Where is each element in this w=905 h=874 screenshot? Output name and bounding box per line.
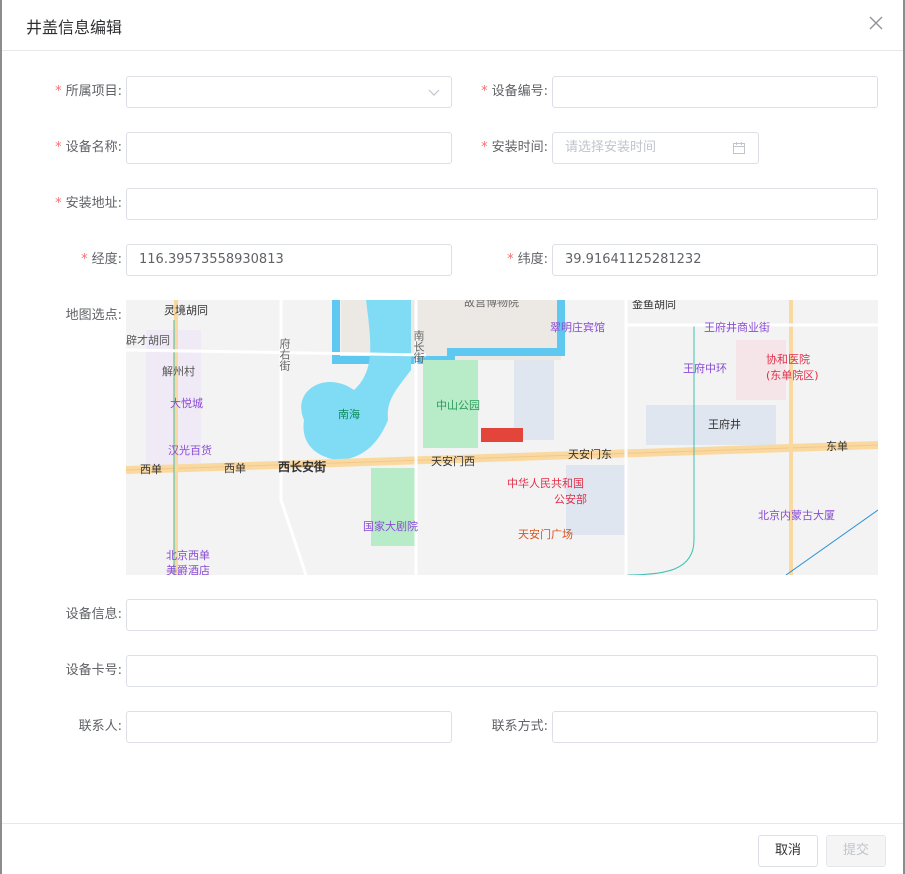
- contact-method-label: 联系方式:: [491, 719, 548, 734]
- latitude-input[interactable]: 39.91641125281232: [552, 244, 878, 276]
- card-no-input[interactable]: [126, 655, 878, 687]
- map-label: 天安门西: [431, 455, 475, 468]
- cancel-button[interactable]: 取消: [758, 835, 818, 867]
- calendar-icon: [733, 142, 745, 154]
- address-input[interactable]: [126, 188, 878, 220]
- dialog-header: 井盖信息编辑: [2, 0, 903, 51]
- address-label: *安装地址:: [55, 196, 122, 211]
- map-label: 协和医院: [766, 353, 810, 366]
- map-label: 翠明庄宾馆: [550, 321, 605, 334]
- map-label: 西单: [140, 463, 162, 476]
- map-label: 中山公园: [436, 399, 480, 412]
- map-label: 汉光百货: [168, 444, 212, 457]
- map-label: 地图选点:: [65, 308, 122, 323]
- latitude-label: *纬度:: [507, 252, 548, 267]
- submit-button[interactable]: 提交: [826, 835, 886, 867]
- install-time-picker[interactable]: 请选择安装时间: [552, 132, 759, 164]
- device-name-label: *设备名称:: [55, 140, 122, 155]
- install-time-label: *安装时间:: [481, 140, 548, 155]
- close-icon[interactable]: [867, 14, 885, 32]
- map-label: 王府井: [708, 418, 741, 431]
- contact-method-input[interactable]: [552, 711, 878, 743]
- map-label: 王府井商业街: [704, 321, 770, 334]
- map-label: 灵境胡同: [164, 304, 208, 317]
- longitude-input[interactable]: 116.39573558930813: [126, 244, 452, 276]
- map-label: 金鱼胡同: [632, 300, 676, 311]
- map-label: 美爵酒店: [166, 564, 210, 575]
- chevron-down-icon: [428, 89, 440, 96]
- device-info-label: 设备信息:: [65, 607, 122, 622]
- contact-input[interactable]: [126, 711, 452, 743]
- map-label: 王府中环: [683, 362, 727, 375]
- device-no-label: *设备编号:: [481, 84, 548, 99]
- map-label: 东单: [826, 440, 848, 453]
- map-label: 故宫博物院: [464, 300, 519, 309]
- contact-label: 联系人:: [78, 719, 122, 734]
- map-label: 大悦城: [170, 397, 203, 410]
- map-label: 西单: [224, 462, 246, 475]
- map-label: 南长街: [412, 330, 425, 363]
- device-no-input[interactable]: [552, 76, 878, 108]
- project-select[interactable]: [126, 76, 452, 108]
- device-name-input[interactable]: [126, 132, 452, 164]
- map-label: 北京内蒙古大厦: [758, 509, 835, 522]
- project-label: *所属项目:: [55, 84, 122, 99]
- map-label: (东单院区): [766, 369, 819, 382]
- map-label: 天安门东: [568, 448, 612, 461]
- map-label: 国家大剧院: [363, 520, 418, 533]
- device-info-input[interactable]: [126, 599, 878, 631]
- map-label: 中华人民共和国: [507, 477, 584, 490]
- dialog-title: 井盖信息编辑: [26, 18, 123, 37]
- map-label: 南海: [338, 408, 360, 421]
- map-label: 北京西单: [166, 549, 210, 562]
- map-label: 解州村: [162, 365, 195, 378]
- map-label: 府右街: [278, 338, 291, 371]
- map-label: 西长安街: [278, 460, 327, 474]
- map-label: 天安门广场: [518, 528, 573, 541]
- card-no-label: 设备卡号:: [65, 663, 122, 678]
- dialog-footer: 取消 提交: [2, 823, 903, 874]
- longitude-label: *经度:: [81, 252, 122, 267]
- map-canvas[interactable]: [126, 300, 878, 575]
- map-label: 公安部: [554, 493, 587, 506]
- map-label: 辟才胡同: [126, 334, 170, 347]
- map-picker[interactable]: 灵境胡同 辟才胡同 解州村 大悦城 汉光百货 西单 西单 西长安街 府右街 南海…: [126, 300, 878, 575]
- tiananmen-icon: [481, 428, 523, 442]
